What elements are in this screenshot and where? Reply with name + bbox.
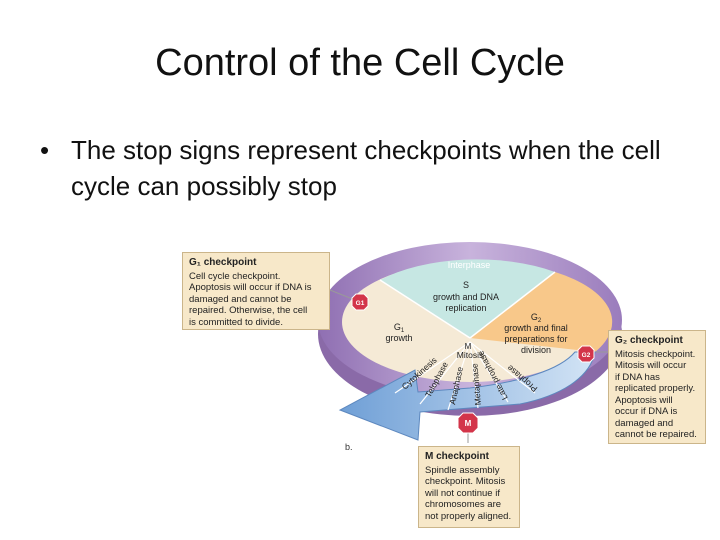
sector-line-g1-s bbox=[379, 279, 471, 339]
g2-checkpoint-text: Mitosis checkpoint. Mitosis will occur i… bbox=[615, 348, 697, 441]
m-checkpoint-title: M checkpoint bbox=[425, 451, 489, 462]
g2-label: G2 bbox=[531, 312, 542, 324]
s-desc-2: replication bbox=[445, 303, 486, 313]
g2-stop-sign-icon: G2 bbox=[577, 345, 595, 363]
svg-text:G2: G2 bbox=[582, 352, 591, 359]
g1-checkpoint-callout: G₁ checkpoint Cell cycle checkpoint. Apo… bbox=[182, 252, 330, 330]
m-checkpoint-callout: M checkpoint Spindle assembly checkpoint… bbox=[418, 446, 520, 528]
g1-label: G1 bbox=[394, 322, 405, 334]
g2-sector bbox=[470, 272, 613, 352]
mitosis-fan-lines bbox=[394, 341, 536, 411]
g1-connector bbox=[329, 289, 356, 301]
mitosis-arrow bbox=[338, 351, 596, 441]
bullet-text: The stop signs represent checkpoints whe… bbox=[71, 135, 661, 201]
svg-text:M: M bbox=[465, 419, 472, 428]
svg-text:G1: G1 bbox=[356, 300, 365, 307]
slide-title: Control of the Cell Cycle bbox=[155, 42, 565, 84]
g2-checkpoint-callout: G₂ checkpoint Mitosis checkpoint. Mitosi… bbox=[608, 330, 706, 444]
phase-label-metaphase: Metaphase bbox=[469, 363, 483, 406]
bullet-dot-icon: • bbox=[40, 135, 50, 165]
g1-desc: growth bbox=[385, 333, 412, 343]
panel-letter: b. bbox=[345, 442, 353, 452]
mitosis-label: Mitosis bbox=[457, 350, 483, 360]
g1-checkpoint-text: Cell cycle checkpoint. Apoptosis will oc… bbox=[189, 270, 312, 328]
m-checkpoint-text: Spindle assembly checkpoint. Mitosis wil… bbox=[425, 464, 512, 522]
g2-desc-2: preparations for bbox=[504, 334, 567, 344]
g1-checkpoint-title: G₁ checkpoint bbox=[189, 257, 257, 268]
s-sector bbox=[380, 259, 555, 338]
g2-checkpoint-title: G₂ checkpoint bbox=[615, 335, 683, 346]
s-label: S bbox=[463, 280, 469, 290]
g1-stop-sign-icon: G1 bbox=[351, 293, 369, 311]
m-stop-sign-icon: M bbox=[457, 412, 479, 434]
g2-desc-1: growth and final bbox=[504, 323, 568, 333]
g2-desc-3: division bbox=[521, 345, 551, 355]
m-label: M bbox=[465, 342, 472, 351]
s-desc-1: growth and DNA bbox=[433, 292, 499, 302]
sector-line-s-g2 bbox=[469, 271, 556, 339]
interphase-label: Interphase bbox=[448, 260, 491, 270]
